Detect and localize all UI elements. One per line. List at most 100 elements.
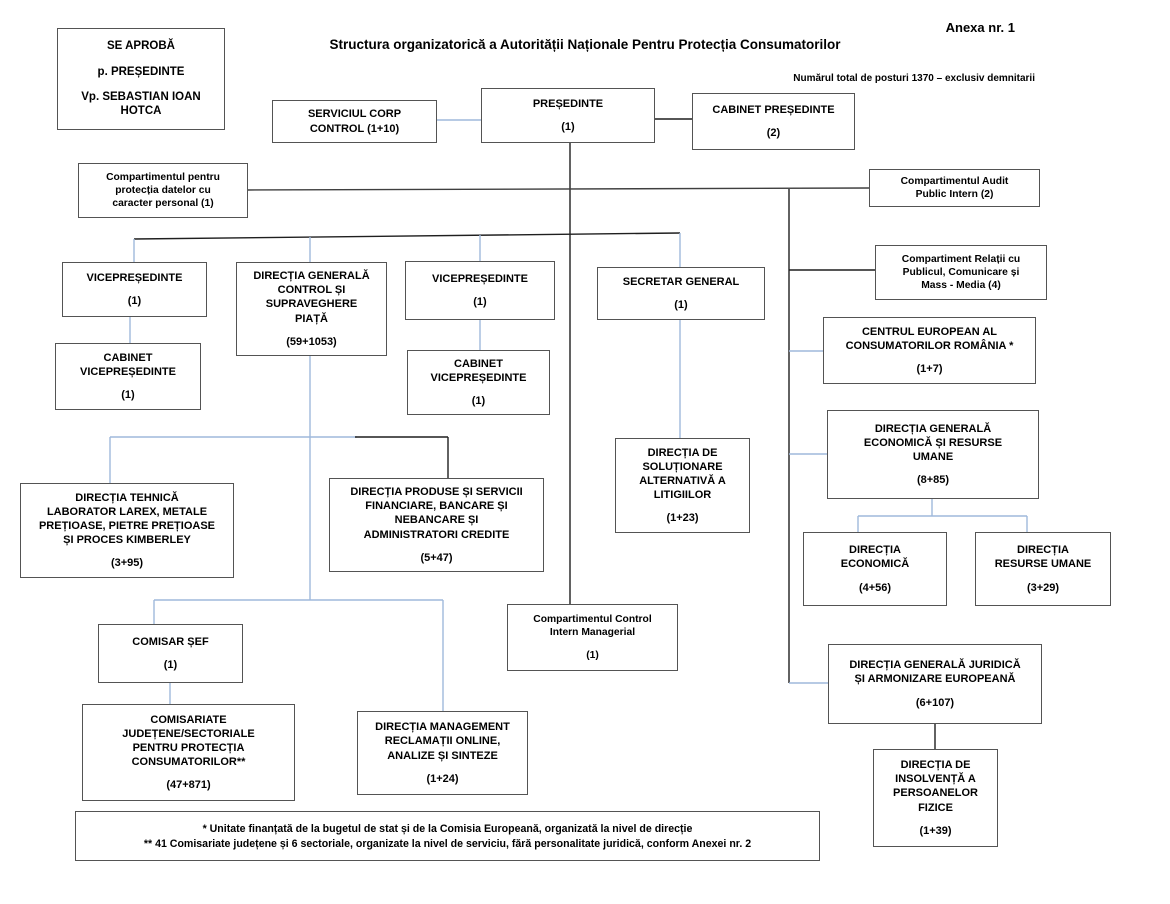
org-box-label: CONSUMATORILOR** [131, 756, 246, 769]
org-box-label: CABINET [454, 357, 503, 370]
total-posts-note: Numărul total de posturi 1370 – exclusiv… [793, 73, 1035, 84]
org-box-label: Public Intern (2) [915, 189, 994, 200]
org-box-count: (1) [127, 295, 142, 307]
org-box-label: PREȘEDINTE [532, 97, 604, 110]
org-box-label: CONTROL ȘI [277, 284, 346, 297]
page-title: Structura organizatorică a Autorității N… [329, 37, 841, 52]
org-box-label: CENTRUL EUROPEAN AL [861, 325, 998, 338]
org-box-label: Intern Managerial [549, 627, 636, 639]
org-box-label: DIRECȚIA GENERALĂ JURIDICĂ [849, 659, 1021, 672]
org-box-label: ADMINISTRATORI CREDITE [363, 528, 510, 541]
org-box-label: CONSUMATORILOR ROMÂNIA * [845, 339, 1014, 352]
org-box-label: UMANE [912, 451, 954, 463]
org-box-label: protecția datelor cu [115, 184, 211, 196]
org-box-label: RECLAMAȚII ONLINE, [384, 735, 501, 748]
org-box-label: PIAȚĂ [295, 312, 328, 325]
footnote-line: * Unitate finanțată de la bugetul de sta… [202, 822, 693, 835]
org-box-count: (8+85) [916, 474, 950, 487]
org-box-label: DIRECȚIA [1017, 544, 1069, 557]
org-box-presedinte: PREȘEDINTE(1) [481, 88, 655, 143]
org-box-vicepresedinte-2: VICEPREȘEDINTE (1) [405, 261, 555, 320]
org-box-label: JUDEȚENE/SECTORIALE [122, 727, 255, 740]
org-box-count: (3+95) [110, 557, 144, 570]
org-box-count: (1) [674, 299, 688, 311]
org-box-label: FINANCIARE, BANCARE ȘI [365, 500, 508, 513]
org-box-cabinet-presedinte: CABINET PREȘEDINTE (2) [692, 93, 855, 150]
approval-line: SE APROBĂ [107, 40, 175, 53]
org-box-label: COMISAR ȘEF [132, 635, 209, 648]
org-box-label: Mass - Media (4) [921, 280, 1001, 292]
org-box-label: DIRECȚIA MANAGEMENT [375, 721, 510, 734]
org-box-label: CABINET [103, 351, 153, 364]
org-box-label: DIRECȚIA [849, 544, 901, 557]
org-box-count: (2) [766, 127, 781, 139]
org-box-label: PENTRU PROTECȚIA [132, 741, 245, 754]
org-box-label: ALTERNATIVĂ A [639, 474, 726, 487]
org-box-label: SERVICIUL CORP [307, 108, 402, 121]
org-box-label: CONTROL (1+10) [309, 122, 400, 135]
org-box-label: SOLUȚIONARE [642, 460, 723, 473]
org-box-label: VICEPREȘEDINTE [86, 271, 183, 284]
org-box-label: SUPRAVEGHERE [265, 298, 358, 311]
footnote-line: ** 41 Comisariate județene și 6 sectoria… [143, 837, 752, 850]
org-box-secretar-general: SECRETAR GENERAL (1) [597, 267, 765, 320]
org-box-label: ECONOMICĂ ȘI RESURSE [863, 436, 1003, 449]
org-box-count: (4+56) [858, 581, 892, 594]
org-box-count: (1) [163, 659, 178, 671]
org-box-label: VICEPREȘEDINTE [432, 272, 528, 285]
org-box-count: (1) [473, 296, 487, 308]
org-box-label: ȘI ARMONIZARE EUROPEANĂ [854, 673, 1016, 686]
org-box-count: (1) [471, 395, 486, 408]
org-box-label: ECONOMICĂ [840, 558, 910, 571]
connector-line [133, 232, 681, 240]
org-box-label: Compartimentul pentru [106, 171, 220, 183]
footnote-box: * Unitate finanțată de la bugetul de sta… [75, 811, 820, 861]
org-box-label: DIRECȚIA TEHNICĂ [75, 491, 179, 504]
approval-box: SE APROBĂ p. PREȘEDINTE Vp. SEBASTIAN IO… [57, 28, 225, 130]
org-box-count: (47+871) [166, 779, 211, 792]
org-box-label: FIZICE [918, 801, 953, 814]
org-box-count: (1) [586, 649, 599, 661]
org-box-label: ȘI PROCES KIMBERLEY [63, 534, 191, 547]
org-box-label: NEBANCARE ȘI [394, 514, 479, 527]
org-box-label: SECRETAR GENERAL [622, 275, 740, 288]
org-box-label: PREȚIOASE, PIETRE PREȚIOASE [38, 519, 216, 532]
org-box-label: DIRECȚIA PRODUSE ȘI SERVICII [350, 486, 523, 499]
org-box-label: CABINET PREȘEDINTE [712, 103, 835, 116]
org-box-label: Publicul, Comunicare și [902, 266, 1020, 278]
org-box-count: (1+7) [916, 363, 943, 376]
org-box-label: caracter personal (1) [112, 198, 214, 210]
org-box-label: INSOLVENȚĂ A [895, 773, 976, 786]
org-box-label: DIRECȚIA DE [647, 446, 718, 459]
org-box-label: DIRECȚIA GENERALĂ [874, 422, 992, 435]
approval-line: p. PREȘEDINTE [97, 65, 185, 78]
approval-line: Vp. SEBASTIAN IOAN HOTCA [81, 91, 201, 118]
org-box-label: Compartiment Relații cu [901, 253, 1021, 265]
org-box-count: (5+47) [420, 551, 453, 564]
org-box-label: Compartimentul Audit [900, 175, 1009, 187]
connector-line [247, 187, 870, 191]
org-box-label: DIRECȚIA GENERALĂ [253, 270, 370, 283]
org-box-label: DIRECȚIA DE [900, 759, 971, 772]
org-box-label: VICEPREȘEDINTE [430, 371, 527, 384]
org-box-count: (1+23) [666, 512, 699, 525]
org-box-label: COMISARIATE [150, 713, 227, 726]
org-box-count: (6+107) [915, 696, 955, 709]
org-box-comisar-sef: COMISAR ȘEF (1) [98, 624, 243, 683]
org-box-count: (59+1053) [286, 335, 337, 348]
